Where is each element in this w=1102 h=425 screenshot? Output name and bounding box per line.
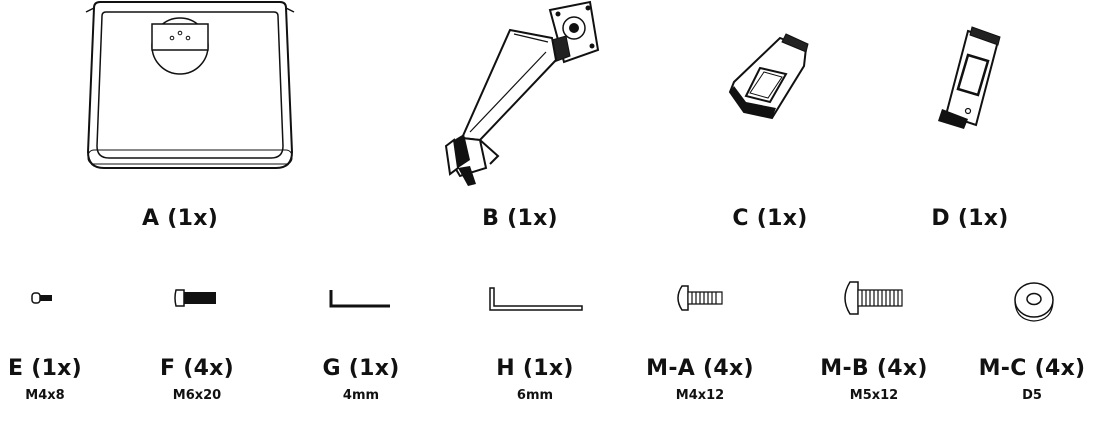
screw-m4x12-icon (672, 284, 728, 312)
hex-key-4mm-icon (328, 288, 394, 312)
part-f-label: F (4x) (159, 356, 235, 381)
part-a-base-illustration (80, 2, 300, 172)
part-c-label: C (1x) (732, 206, 808, 231)
part-mc-spec: D5 (1022, 388, 1042, 403)
washer-d5-icon (1012, 280, 1056, 324)
hex-key-6mm-icon (486, 286, 586, 316)
part-f-spec: M6x20 (172, 388, 222, 403)
part-h-spec: 6mm (516, 388, 554, 403)
screw-m5x12-icon (838, 280, 908, 316)
part-e-spec: M4x8 (25, 388, 65, 403)
screw-m6x20-icon (172, 288, 216, 308)
part-h-label: H (1x) (496, 356, 574, 381)
part-a-label: A (1x) (141, 206, 219, 231)
part-mb-spec: M5x12 (849, 388, 899, 403)
part-ma-spec: M4x12 (675, 388, 725, 403)
part-e-label: E (1x) (7, 356, 83, 381)
part-mc-label: M-C (4x) (978, 356, 1086, 381)
part-d-label: D (1x) (931, 206, 1009, 231)
part-d-plate-illustration (938, 25, 1018, 129)
part-b-label: B (1x) (482, 206, 558, 231)
screw-m4x8-icon (28, 290, 52, 306)
part-c-bracket-illustration (720, 30, 820, 130)
part-mb-label: M-B (4x) (820, 356, 928, 381)
part-g-label: G (1x) (322, 356, 400, 381)
part-b-arm-illustration (440, 0, 620, 186)
part-g-spec: 4mm (342, 388, 380, 403)
part-ma-label: M-A (4x) (646, 356, 754, 381)
